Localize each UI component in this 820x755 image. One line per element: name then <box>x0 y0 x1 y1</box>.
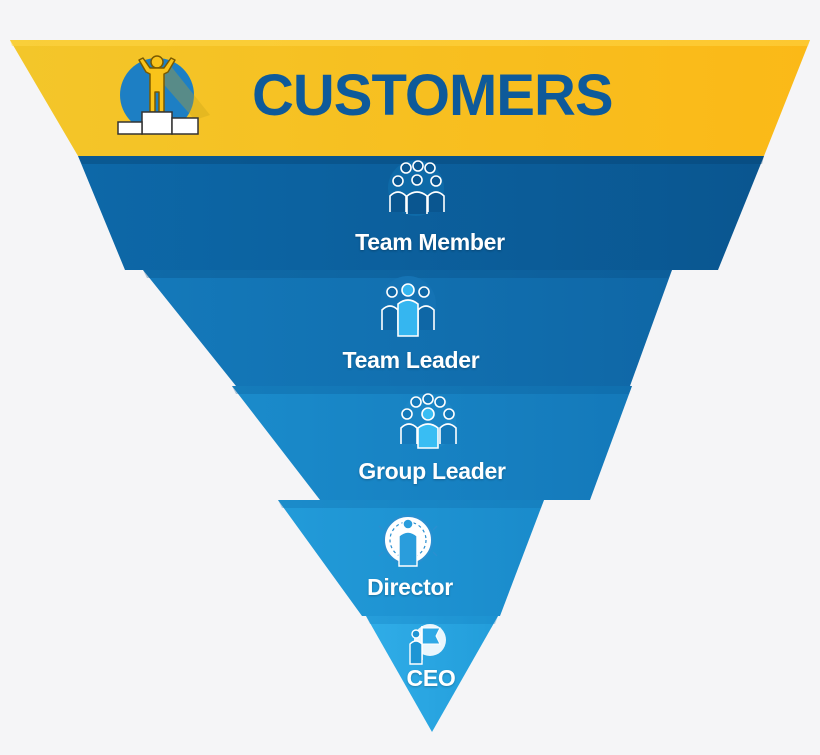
tier-ceo <box>366 616 498 732</box>
tier-label-ceo: CEO <box>406 665 456 691</box>
team-group-icon <box>388 160 445 216</box>
customers-band <box>10 40 810 156</box>
podium-winner-icon <box>117 55 210 135</box>
customers-title: CUSTOMERS <box>252 63 614 128</box>
team-leader-icon <box>380 276 436 337</box>
group-leader-icon <box>400 393 457 450</box>
tier-label-team-leader: Team Leader <box>342 347 480 373</box>
tier-label-group-leader: Group Leader <box>358 458 506 484</box>
director-target-icon <box>378 515 438 567</box>
tier-label-team-member: Team Member <box>355 229 505 255</box>
tier-label-director: Director <box>367 574 453 600</box>
ceo-flag-icon <box>409 624 446 665</box>
